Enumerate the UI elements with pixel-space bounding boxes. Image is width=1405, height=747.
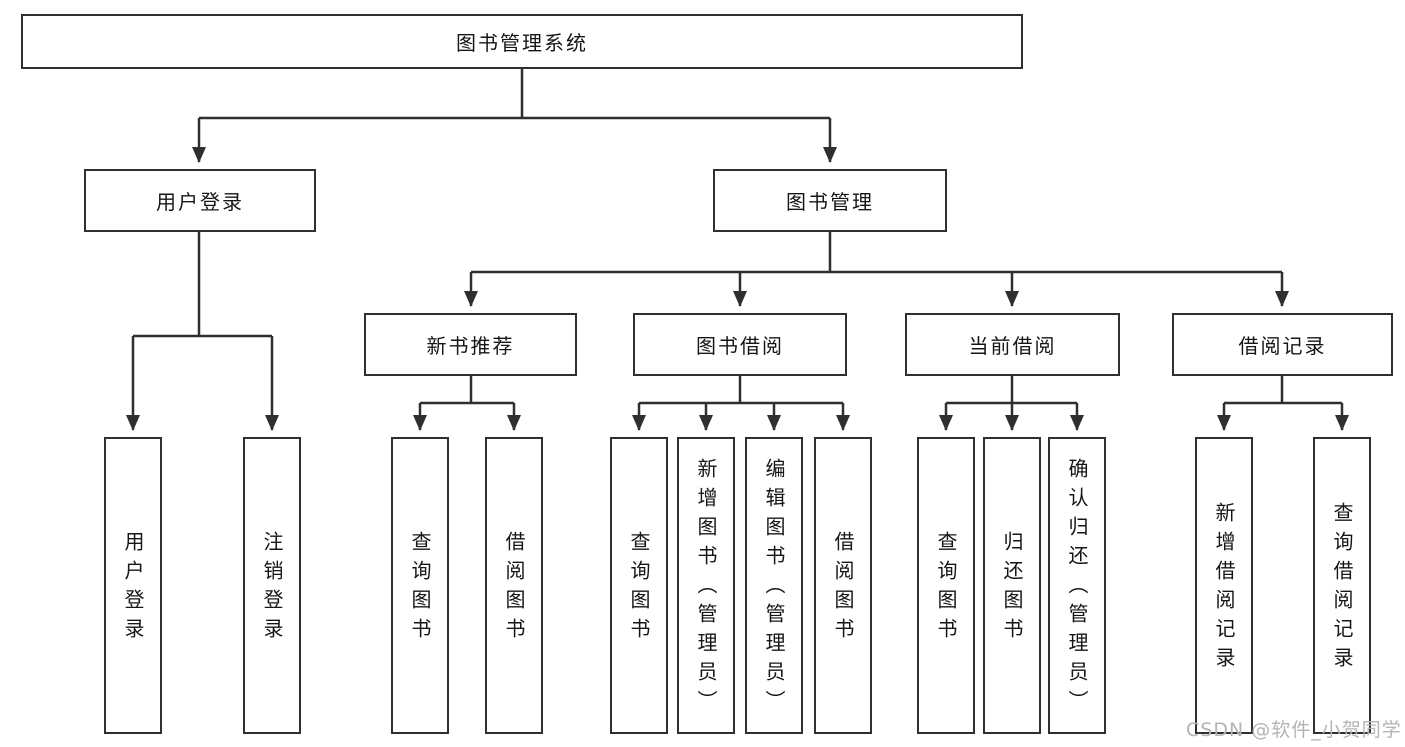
node-leaf-query-borrow-record: 查询借阅记录 bbox=[1313, 437, 1371, 734]
node-leaf-borrow-books-2: 借阅图书 bbox=[814, 437, 872, 734]
node-leaf-add-book-admin: 新增图书（管理员） bbox=[677, 437, 735, 734]
node-borrowing-records: 借阅记录 bbox=[1172, 313, 1393, 376]
node-leaf-logout: 注销登录 bbox=[243, 437, 301, 734]
node-book-management: 图书管理 bbox=[713, 169, 947, 232]
node-leaf-return-book: 归还图书 bbox=[983, 437, 1041, 734]
node-leaf-add-borrow-record: 新增借阅记录 bbox=[1195, 437, 1253, 734]
node-current-borrowing: 当前借阅 bbox=[905, 313, 1120, 376]
node-leaf-user-login: 用户登录 bbox=[104, 437, 162, 734]
node-new-book-recommendation: 新书推荐 bbox=[364, 313, 577, 376]
node-leaf-confirm-return-admin: 确认归还（管理员） bbox=[1048, 437, 1106, 734]
node-leaf-query-books-2: 查询图书 bbox=[610, 437, 668, 734]
node-book-borrowing: 图书借阅 bbox=[633, 313, 847, 376]
node-leaf-query-books-3: 查询图书 bbox=[917, 437, 975, 734]
node-leaf-edit-book-admin: 编辑图书（管理员） bbox=[745, 437, 803, 734]
csdn-watermark: CSDN @软件_小贺同学 bbox=[1186, 719, 1402, 741]
node-leaf-borrow-books-1: 借阅图书 bbox=[485, 437, 543, 734]
node-leaf-query-books-1: 查询图书 bbox=[391, 437, 449, 734]
node-user-login: 用户登录 bbox=[84, 169, 316, 232]
node-root-system: 图书管理系统 bbox=[21, 14, 1023, 69]
